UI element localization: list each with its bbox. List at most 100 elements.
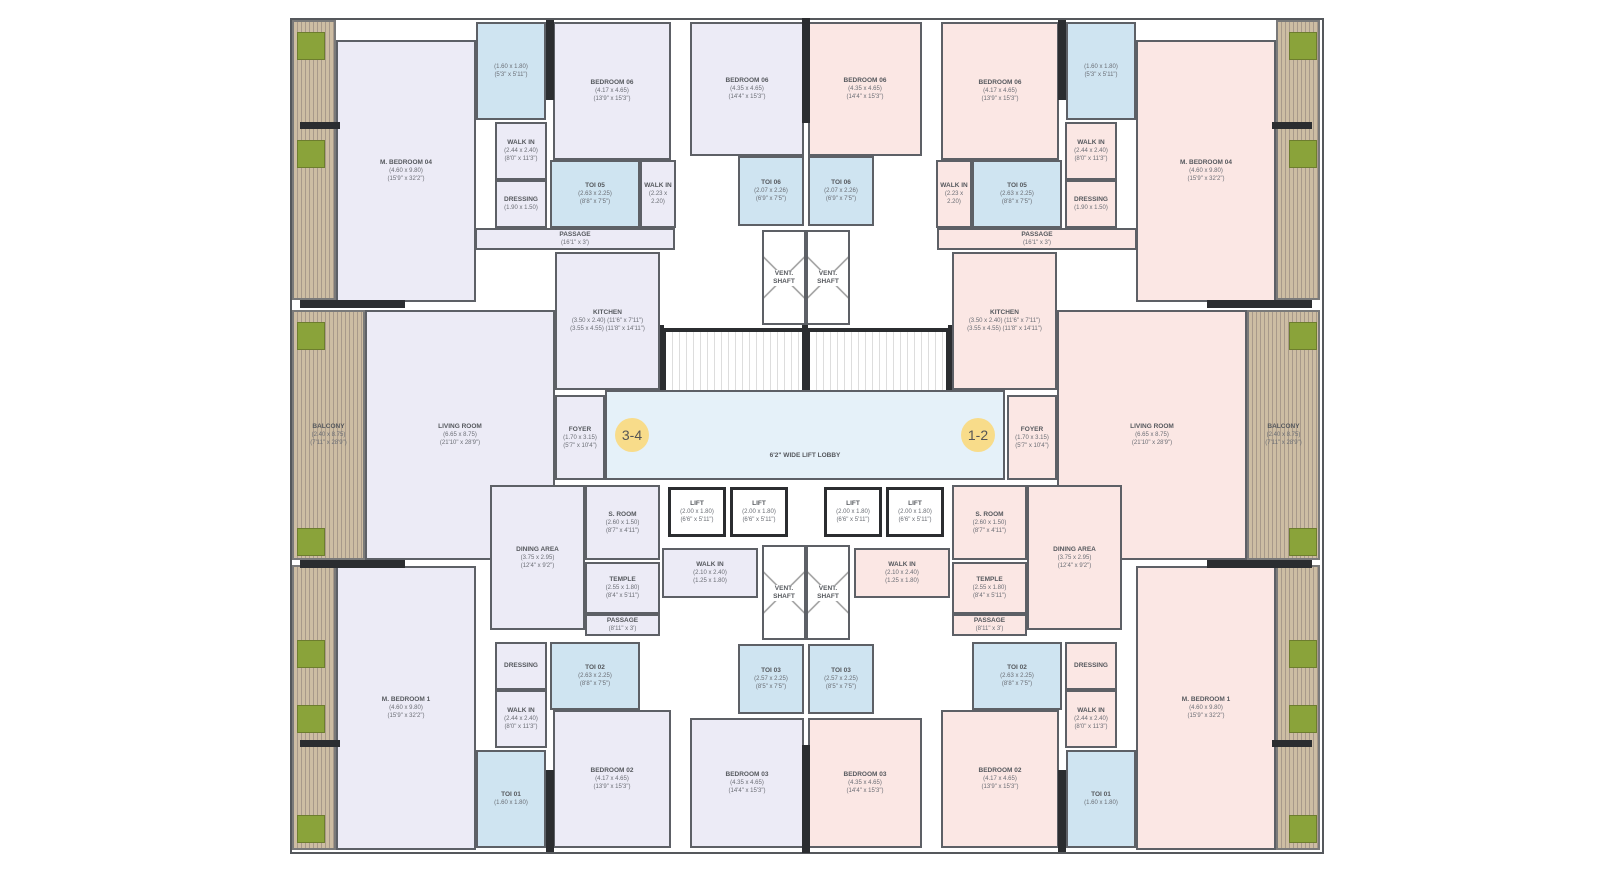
room-dimension: (8'7" x 4'11") <box>605 527 640 534</box>
room-dimension: (6.65 x 8.75) <box>443 432 477 438</box>
right-room-3: WALK IN(2.44 x 2.40)(8'0" x 11'3") <box>1065 122 1117 180</box>
room-dimension: (2.00 x 1.80) <box>898 509 932 515</box>
room-dimension: (6'9" x 7'5") <box>755 196 787 202</box>
room-dimension: (8'8" x 7'5") <box>579 199 611 205</box>
right-room-18: LIFT(2.00 x 1.80)(6'6" x 5'11") <box>824 487 882 537</box>
room-dimension: (2.44 x 2.40) <box>1074 716 1108 722</box>
planter-icon <box>297 815 325 843</box>
left-room-6: TOI 05(2.63 x 2.25)(8'8" x 7'5") <box>550 160 640 228</box>
structural-wall <box>300 122 340 129</box>
room-dimension: (15'9" x 32'2") <box>387 176 425 182</box>
left-room-21: TEMPLE(2.55 x 1.80)(8'4" x 5'11") <box>585 562 660 614</box>
room-label: LIFT <box>690 500 704 507</box>
room-label: DRESSING <box>1074 662 1108 669</box>
room-dimension: (12'4" x 9'2") <box>520 562 555 569</box>
room-label: S. ROOM <box>975 510 1004 518</box>
left-room-1: M. BEDROOM 04(4.60 x 9.80)(15'9" x 32'2"… <box>336 40 476 302</box>
room-dimension: (4.17 x 4.65) <box>983 776 1017 782</box>
room-label: BALCONY <box>1267 423 1300 430</box>
room-dimension: (3.55 x 4.55) (11'8" x 14'11") <box>967 326 1042 332</box>
room-dimension: (2.23 x 2.20) <box>648 191 668 205</box>
room-label: S. ROOM <box>608 510 637 518</box>
room-dimension: (3.75 x 2.95) <box>1057 554 1092 561</box>
right-room-4: DRESSING(1.90 x 1.50) <box>1065 180 1117 228</box>
left-room-2: (1.60 x 1.80)(5'3" x 5'11") <box>476 22 546 120</box>
room-dimension: (8'8" x 7'5") <box>1001 199 1033 205</box>
right-room-12: VENT. SHAFT <box>806 230 850 325</box>
left-room-20: DINING AREA(3.75 x 2.95)(12'4" x 9'2") <box>490 485 585 630</box>
room-label: BEDROOM 02 <box>590 767 634 774</box>
right-room-31: BEDROOM 03(4.35 x 4.65)(14'4" x 15'3") <box>808 718 922 848</box>
left-room-3: WALK IN(2.44 x 2.40)(8'0" x 11'3") <box>495 122 547 180</box>
room-dimension: (8'0" x 11'3") <box>504 156 538 162</box>
room-dimension: (1.60 x 1.80) <box>1084 64 1118 70</box>
room-label: LIFT <box>908 500 922 507</box>
right-room-29: BEDROOM 02(4.17 x 4.65)(13'9" x 15'3") <box>941 710 1059 848</box>
room-dimension: (2.60 x 1.50) <box>605 519 640 526</box>
room-label: BEDROOM 03 <box>725 771 769 778</box>
left-room-10: PASSAGE(16'1" x 3') <box>475 228 675 250</box>
room-dimension: (1.90 x 1.50) <box>1074 205 1108 211</box>
room-dimension: (8'0" x 11'3") <box>1074 724 1108 730</box>
left-room-19: S. ROOM(2.60 x 1.50)(8'7" x 4'11") <box>585 485 660 560</box>
room-label: WALK IN <box>696 561 724 568</box>
room-label: BEDROOM 06 <box>725 77 769 84</box>
room-dimension: (1.60 x 1.80) <box>494 800 528 806</box>
left-room-30: TOI 02(2.63 x 2.25)(8'8" x 7'5") <box>550 642 640 710</box>
room-dimension: (15'9" x 32'2") <box>1187 713 1225 719</box>
room-label: M. BEDROOM 04 <box>1179 159 1232 166</box>
room-label: FOYER <box>568 425 592 433</box>
planter-icon <box>297 32 325 60</box>
planter-icon <box>297 528 325 556</box>
room-dimension: (5'3" x 5'11") <box>494 72 528 78</box>
lobby-label: 6'2" WIDE LIFT LOBBY <box>769 452 841 459</box>
room-dimension: (1.90 x 1.50) <box>504 205 538 211</box>
right-room-5: BEDROOM 06(4.17 x 4.65)(13'9" x 15'3") <box>941 22 1059 160</box>
left-room-16: FOYER(1.70 x 3.15)(5'7" x 10'4") <box>555 395 605 480</box>
left-room-12: VENT. SHAFT <box>762 230 806 325</box>
room-dimension: (14'4" x 15'3") <box>846 788 884 794</box>
room-dimension: (1.60 x 1.80) <box>1084 800 1118 806</box>
room-dimension: (13'9" x 15'3") <box>981 784 1019 790</box>
structural-wall <box>802 325 808 415</box>
room-dimension: (8'7" x 4'11") <box>972 527 1007 534</box>
right-room-23: PASSAGE(8'11" x 3') <box>952 614 1027 636</box>
room-dimension: (4.35 x 4.65) <box>730 780 764 786</box>
room-dimension: (2.10 x 2.40) <box>693 570 727 576</box>
room-dimension: (2.60 x 1.50) <box>972 519 1007 526</box>
room-dimension: (8'4" x 5'11") <box>605 593 640 599</box>
right-room-8: BEDROOM 06(4.35 x 4.65)(14'4" x 15'3") <box>808 22 922 156</box>
room-dimension: (5'7" x 10'4") <box>563 442 597 449</box>
room-dimension: (4.17 x 4.65) <box>983 88 1017 94</box>
room-label: VENT. SHAFT <box>765 584 803 601</box>
room-label: DRESSING <box>504 662 538 669</box>
right-room-16: FOYER(1.70 x 3.15)(5'7" x 10'4") <box>1007 395 1057 480</box>
left-room-9: TOI 06(2.07 x 2.26)(6'9" x 7'5") <box>738 156 804 226</box>
room-dimension: (2.00 x 1.80) <box>680 509 714 515</box>
room-label: LIFT <box>846 500 860 507</box>
planter-icon <box>1289 640 1317 668</box>
room-label: BALCONY <box>312 423 345 430</box>
room-label: WALK IN <box>1077 139 1105 146</box>
room-dimension: (16'1" x 3') <box>560 240 590 246</box>
room-dimension: (1.25 x 1.80) <box>693 578 727 584</box>
room-label: BEDROOM 06 <box>590 79 634 86</box>
room-dimension: (2.44 x 2.40) <box>504 148 538 154</box>
room-label: TEMPLE <box>609 576 636 583</box>
right-room-24: VENT. SHAFT <box>806 545 850 640</box>
room-label: TOI 03 <box>831 667 851 674</box>
room-label: WALK IN <box>940 182 968 189</box>
room-dimension: (14'4" x 15'3") <box>846 94 884 100</box>
room-dimension: (3.50 x 2.40) (11'6" x 7'11") <box>968 318 1041 324</box>
left-room-4: DRESSING(1.90 x 1.50) <box>495 180 547 228</box>
room-dimension: (4.60 x 9.80) <box>1189 705 1223 711</box>
room-dimension: (15'9" x 32'2") <box>387 713 425 719</box>
room-dimension: (12'4" x 9'2") <box>1057 562 1092 569</box>
room-label: BEDROOM 06 <box>843 77 887 84</box>
right-room-10: PASSAGE(16'1" x 3') <box>937 228 1137 250</box>
room-dimension: (4.17 x 4.65) <box>595 776 629 782</box>
structural-wall <box>546 20 554 100</box>
left-room-11: KITCHEN(3.50 x 2.40) (11'6" x 7'11")(3.5… <box>555 252 660 390</box>
room-dimension: (4.35 x 4.65) <box>848 780 882 786</box>
room-dimension: (2.23 x 2.20) <box>944 191 964 205</box>
